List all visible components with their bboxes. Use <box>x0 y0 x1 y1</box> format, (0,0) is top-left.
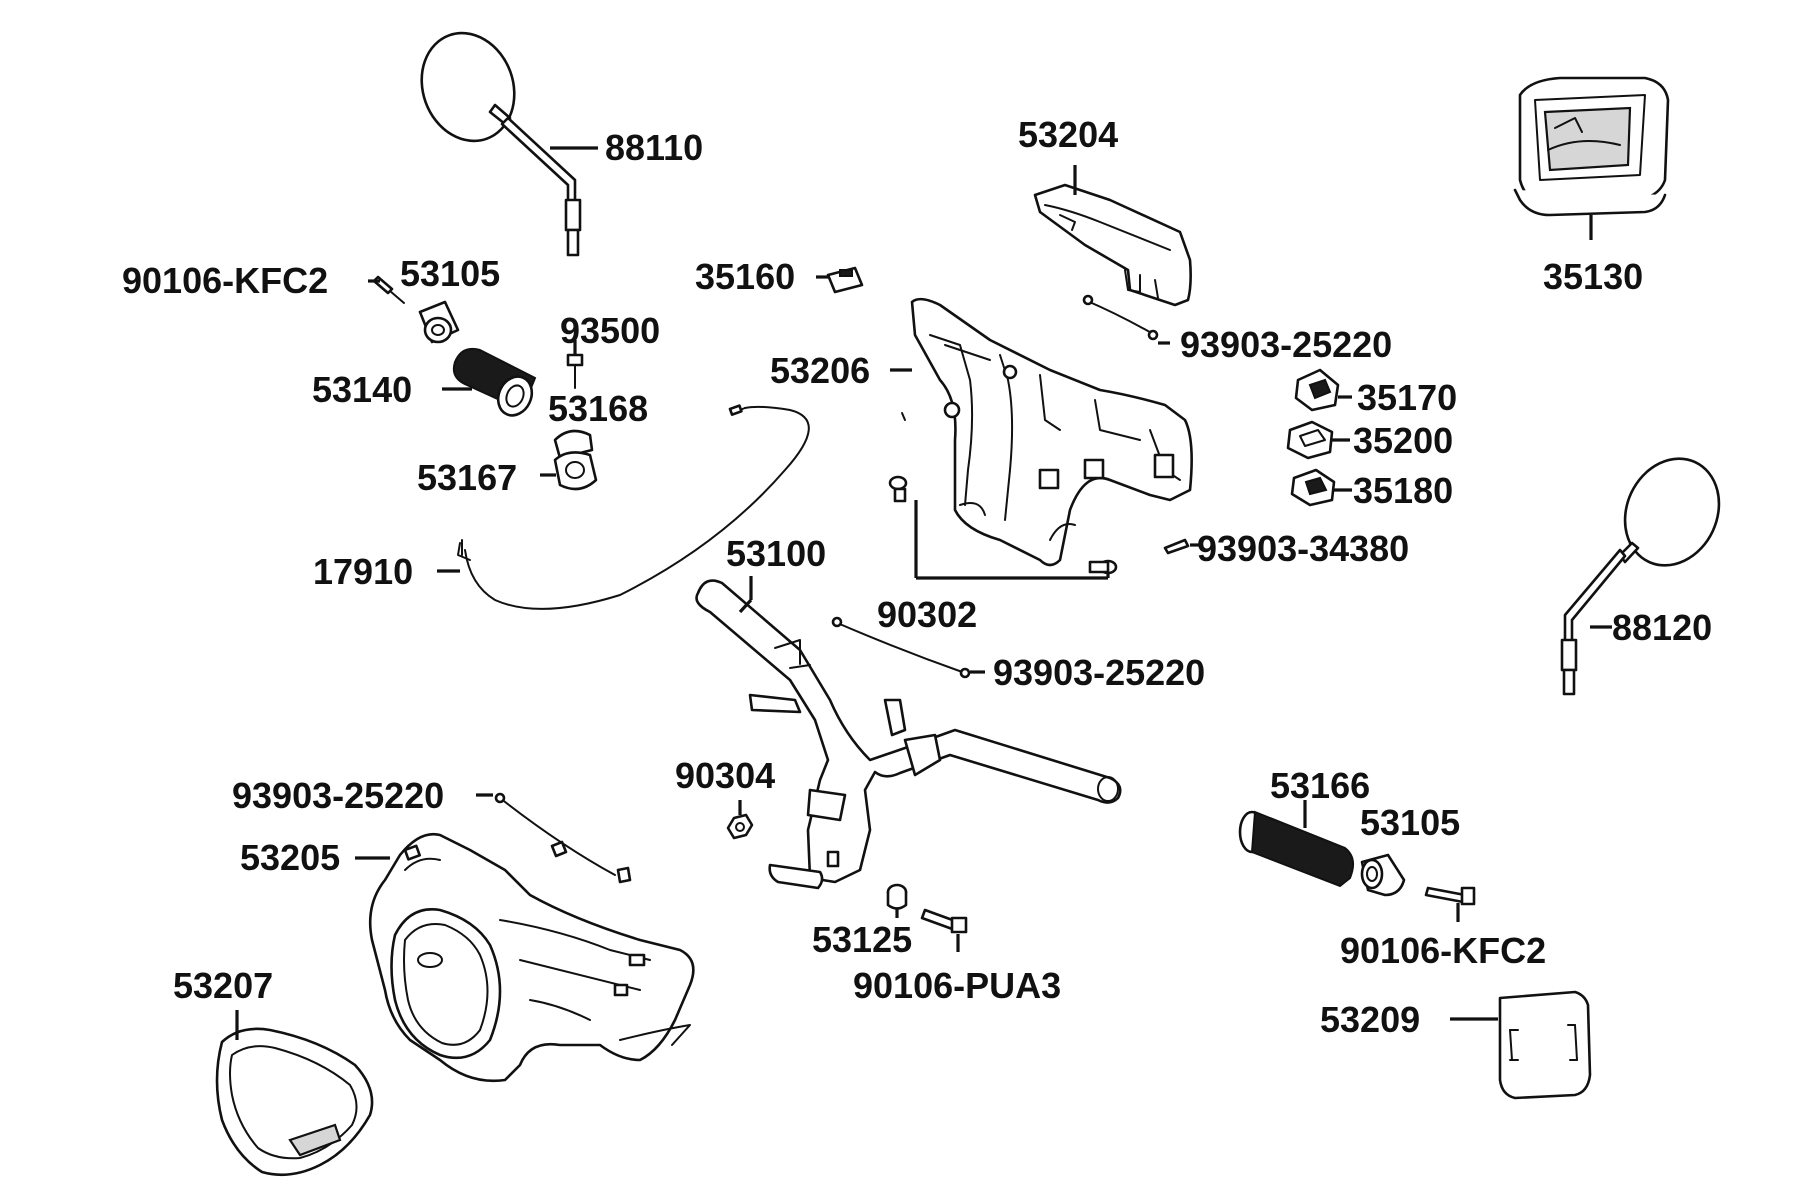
label-88120: 88120 <box>1612 607 1712 648</box>
inner-cover-53207 <box>215 1010 374 1177</box>
label-53168: 53168 <box>548 388 648 429</box>
nut-90304 <box>726 800 754 840</box>
screw-93903-34380 <box>1163 538 1200 555</box>
label-93903-25220-middle: 93903-25220 <box>993 652 1205 693</box>
label-35180: 35180 <box>1353 470 1453 511</box>
throttle-clamp-53167-53168 <box>540 429 598 491</box>
switch-35160 <box>816 266 864 294</box>
label-88110: 88110 <box>605 127 703 168</box>
label-53125: 53125 <box>812 919 912 960</box>
label-53209: 53209 <box>1320 999 1420 1040</box>
label-53166: 53166 <box>1270 765 1370 806</box>
label-53205: 53205 <box>240 837 340 878</box>
right-grip-53166 <box>1238 800 1355 888</box>
label-53207: 53207 <box>173 965 273 1006</box>
front-cover-53205 <box>355 832 695 1083</box>
clip-93903-25220-top <box>1082 294 1170 345</box>
rear-cover-53206 <box>890 297 1193 567</box>
label-35160: 35160 <box>695 256 795 297</box>
throttle-cable-17910 <box>437 404 810 610</box>
label-90304: 90304 <box>675 755 775 796</box>
label-53167: 53167 <box>417 457 517 498</box>
bolts-90302 <box>888 475 1118 580</box>
switch-box-35130 <box>1513 76 1670 240</box>
label-53105-right: 53105 <box>1360 802 1460 843</box>
right-bar-end-53105 <box>1360 853 1406 897</box>
label-93903-34380: 93903-34380 <box>1197 528 1409 569</box>
label-90106-kfc2-right: 90106-KFC2 <box>1340 930 1546 971</box>
collar-53125 <box>886 883 908 918</box>
label-93903-25220-top: 93903-25220 <box>1180 324 1392 365</box>
clip-93903-25220-lower <box>476 792 632 884</box>
switch-35180 <box>1290 468 1352 507</box>
left-bar-end-53105 <box>418 300 460 344</box>
left-grip-53140 <box>442 347 537 417</box>
label-90302: 90302 <box>877 594 977 635</box>
label-93500: 93500 <box>560 310 660 351</box>
label-53100: 53100 <box>726 533 826 574</box>
label-35130: 35130 <box>1543 256 1643 297</box>
left-mirror-88110 <box>420 31 598 257</box>
upper-cover-53204 <box>1033 165 1192 307</box>
screw-93500 <box>566 340 584 389</box>
label-90106-pua3: 90106-PUA3 <box>853 965 1061 1006</box>
switch-35170 <box>1294 368 1352 412</box>
cap-53209 <box>1450 990 1592 1100</box>
label-93903-25220-lower: 93903-25220 <box>232 775 444 816</box>
label-53204: 53204 <box>1018 114 1118 155</box>
label-53206: 53206 <box>770 350 870 391</box>
handlebar-53100 <box>695 576 1122 890</box>
label-53140: 53140 <box>312 369 412 410</box>
label-90106-kfc2-left: 90106-KFC2 <box>122 260 328 301</box>
left-bolt-90106-kfc2 <box>368 275 405 304</box>
switch-35200 <box>1286 420 1350 460</box>
right-mirror-88120 <box>1560 457 1721 696</box>
bolt-90106-pua3 <box>920 908 968 952</box>
label-35200: 35200 <box>1353 420 1453 461</box>
right-bolt-90106-kfc2 <box>1424 886 1476 922</box>
label-53105-left: 53105 <box>400 253 500 294</box>
label-17910: 17910 <box>313 551 413 592</box>
label-35170: 35170 <box>1357 377 1457 418</box>
clip-93903-25220-middle <box>831 616 985 679</box>
